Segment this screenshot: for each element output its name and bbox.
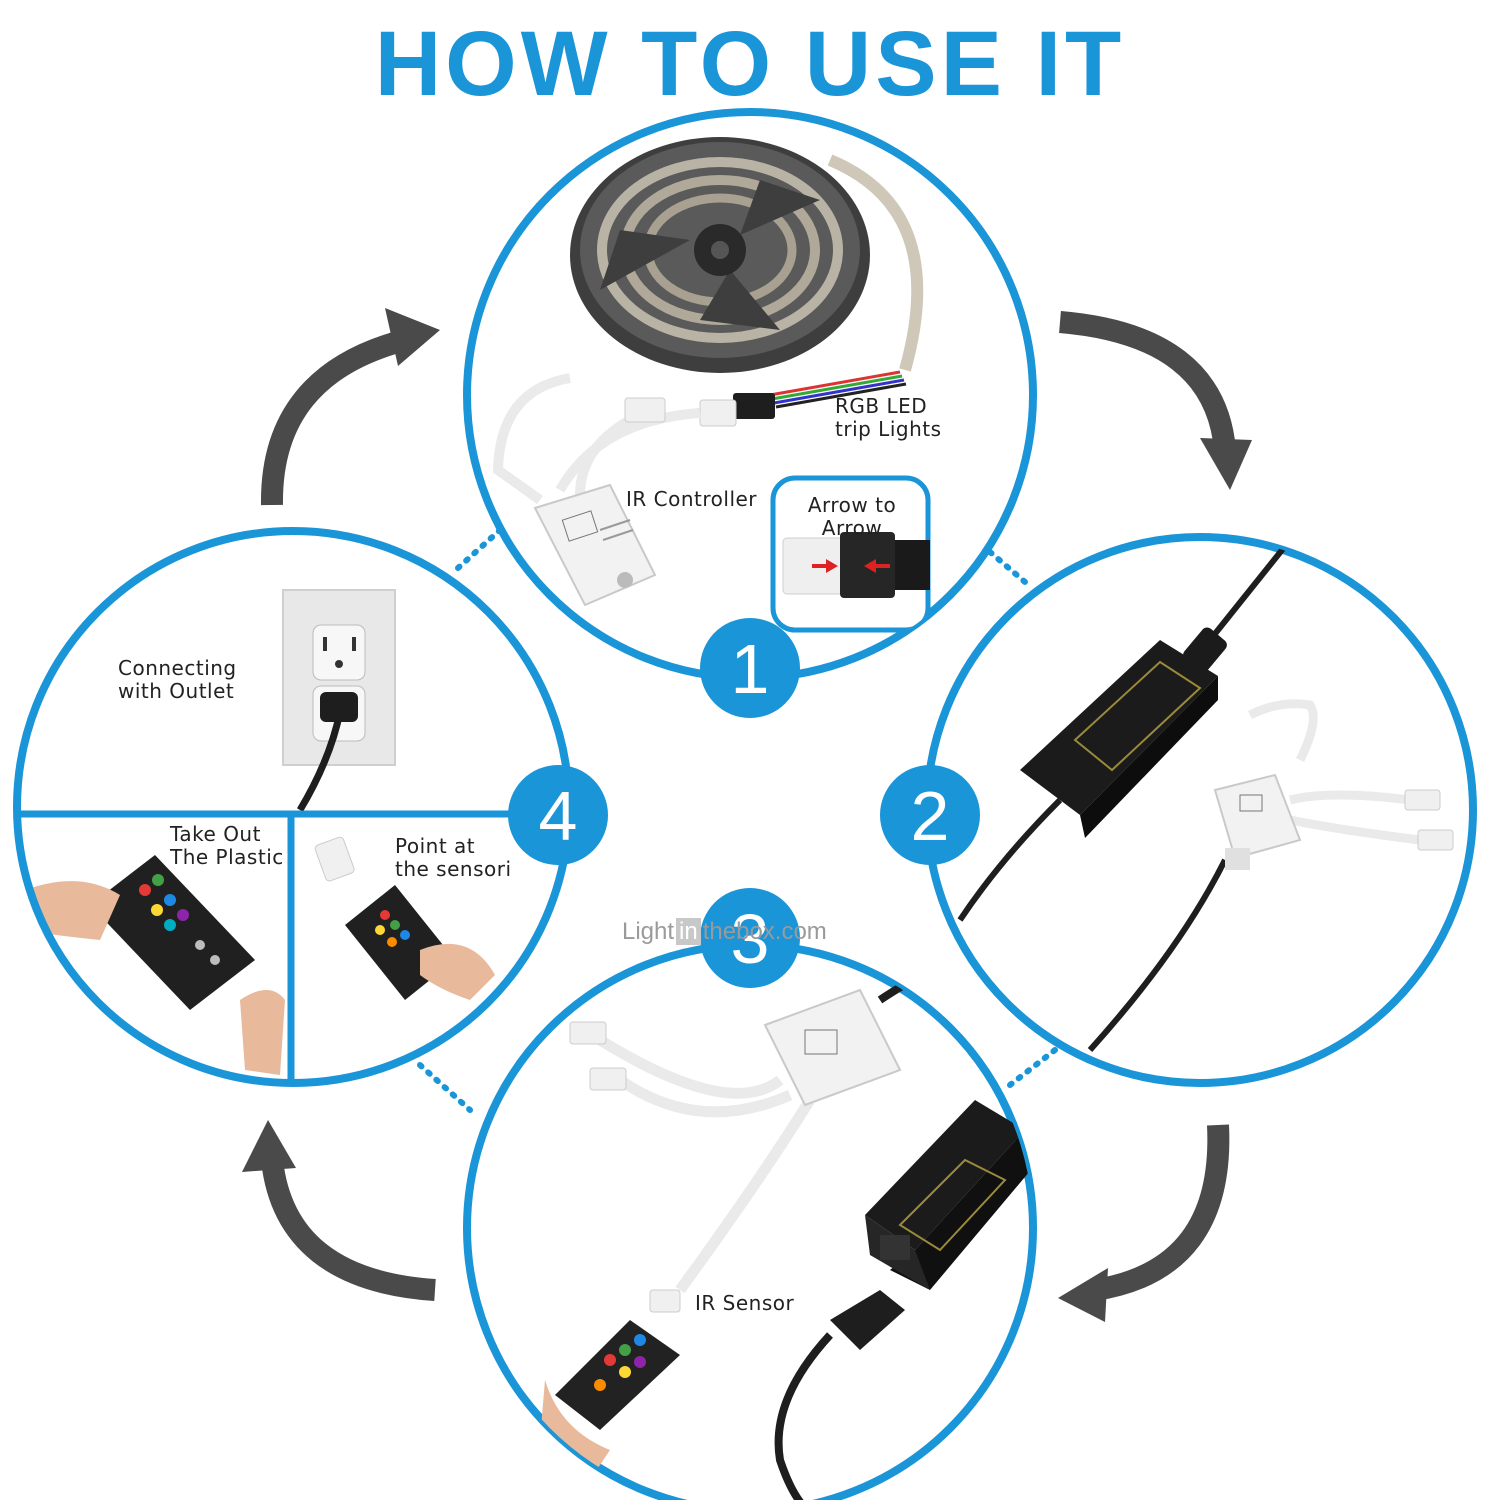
connector-icon — [733, 393, 775, 419]
curved-arrow-icon — [242, 1120, 436, 1301]
step-2-badge — [880, 765, 980, 865]
label-arrow-to-arrow: Arrow to Arrow — [807, 493, 897, 540]
connector-icon — [1404, 789, 1441, 811]
curved-arrow-icon — [260, 308, 440, 506]
label-ir-controller: IR Controller — [626, 487, 758, 511]
connector-icon — [624, 397, 666, 423]
dotted-connectors — [417, 527, 1058, 1113]
label-point-at-sensor: Point at the sensori — [395, 834, 512, 881]
hand-icon — [540, 1380, 610, 1480]
hand-icon — [25, 881, 120, 940]
label-ir-sensor: IR Sensor — [695, 1291, 795, 1315]
remote-control-icon — [540, 1320, 680, 1480]
controller-cables — [597, 1035, 815, 1294]
arrow-to-arrow-inset — [770, 475, 931, 633]
step-3-panel: 3 — [463, 888, 1037, 1500]
hand-icon — [420, 943, 495, 1000]
connector-icon — [569, 1021, 607, 1045]
page-title: HOW TO USE IT — [374, 13, 1126, 115]
step-4-panel: 4 — [13, 527, 608, 1087]
step-1-panel: 1 — [463, 108, 1037, 718]
connector-icon — [1417, 829, 1454, 851]
step-2-panel: 2 — [880, 533, 1477, 1087]
remote-control-icon — [25, 855, 285, 1075]
connector-icon — [589, 1067, 627, 1091]
power-outlet-icon — [282, 589, 396, 812]
power-adapter-icon — [1020, 627, 1227, 838]
rgb-wire — [769, 370, 907, 409]
step-3-badge — [700, 888, 800, 988]
step-1-badge — [700, 618, 800, 718]
ir-sensor-icon — [649, 1289, 681, 1313]
step-1-number: 1 — [731, 630, 770, 708]
ir-controller-icon — [763, 988, 902, 1107]
step-4-badge — [508, 765, 608, 865]
step-2-number: 2 — [911, 777, 950, 855]
plug-icon — [774, 1290, 905, 1500]
led-reel-icon — [570, 137, 924, 373]
step-4-number: 4 — [539, 777, 578, 855]
ir-controller-icon — [533, 483, 657, 607]
ir-controller-icon — [1213, 773, 1302, 870]
curved-arrow-icon — [1058, 1124, 1230, 1322]
connector-icon — [699, 399, 737, 427]
label-rgb-led-strip: RGB LED trip Lights — [835, 394, 942, 441]
cycle-arrows — [242, 308, 1252, 1322]
step-3-number: 3 — [731, 900, 770, 978]
hand-icon — [240, 990, 285, 1075]
label-connecting-outlet: Connecting with Outlet — [118, 656, 237, 703]
ir-sensor-icon — [314, 836, 355, 882]
remote-control-icon — [345, 885, 495, 1000]
label-take-out-plastic: Take Out The Plastic — [170, 822, 284, 869]
power-adapter-icon — [865, 1100, 1033, 1290]
curved-arrow-icon — [1059, 311, 1252, 490]
